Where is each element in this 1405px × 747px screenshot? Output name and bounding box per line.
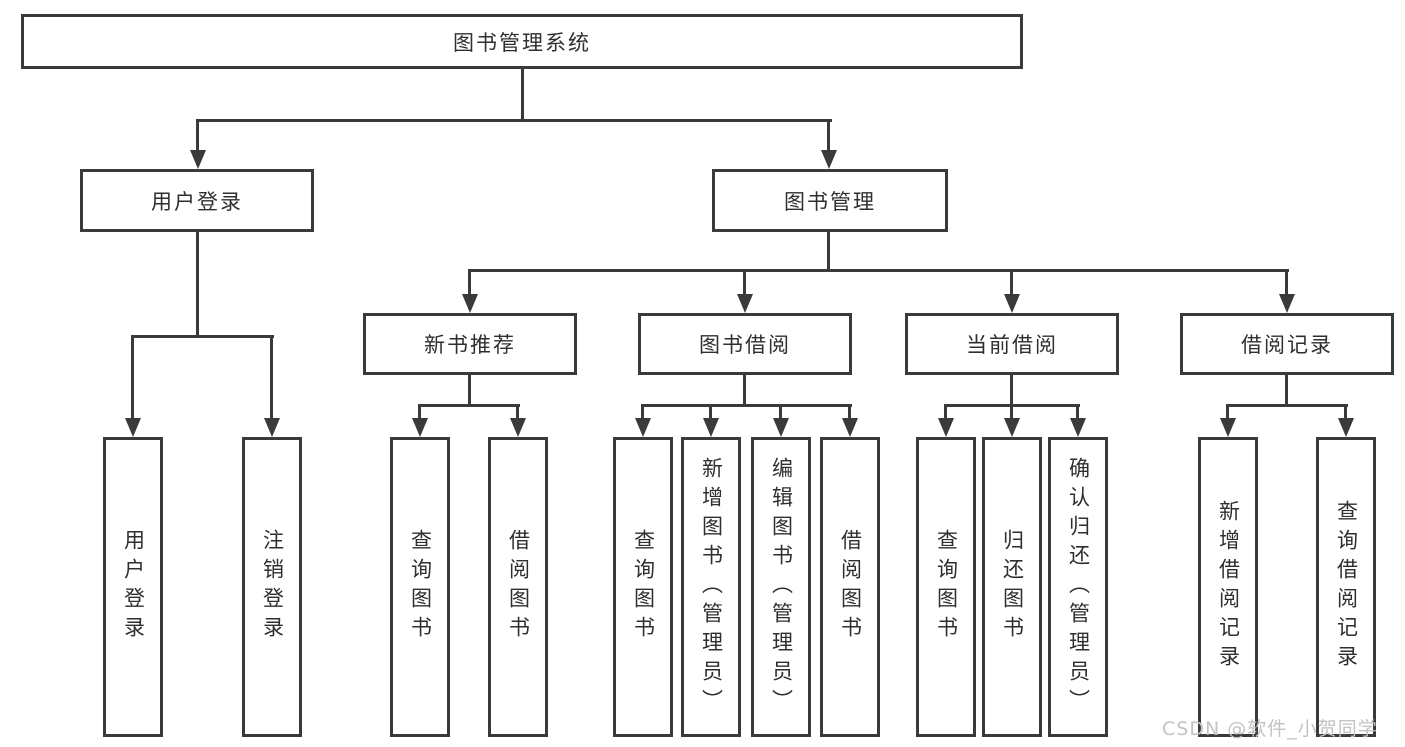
connector-user-login-down xyxy=(196,231,199,336)
arrowhead-new-book xyxy=(462,294,478,313)
csdn-watermark: CSDN @软件_小贺同学 xyxy=(1162,718,1378,740)
arrowhead-leaf xyxy=(1220,418,1236,437)
arrowhead-borrow-records xyxy=(1279,294,1295,313)
arrowhead-book-borrow xyxy=(737,294,753,313)
leaf-user-login-label: 用户登录 xyxy=(121,529,146,645)
connector-borrow-records-stem xyxy=(1285,269,1288,296)
node-book-management: 图书管理 xyxy=(712,169,948,232)
node-book-borrowing: 图书借阅 xyxy=(638,313,852,375)
connector-new-book-down xyxy=(468,374,471,406)
connector-new-book-stem xyxy=(468,269,471,296)
node-root: 图书管理系统 xyxy=(21,14,1023,69)
arrowhead-current-borrow xyxy=(1004,294,1020,313)
node-book-borrowing-label: 图书借阅 xyxy=(699,333,791,357)
leaf-confirm-return-admin-label: 确认归还（管理员） xyxy=(1066,456,1091,718)
node-new-book-recommendation: 新书推荐 xyxy=(363,313,577,375)
node-current-borrowing: 当前借阅 xyxy=(905,313,1119,375)
arrowhead-leaf xyxy=(510,418,526,437)
leaf-return-book-label: 归还图书 xyxy=(1000,529,1025,645)
leaf-add-book-admin-label: 新增图书（管理员） xyxy=(699,456,724,718)
leaf-query-borrow-record: 查询借阅记录 xyxy=(1316,437,1376,737)
arrowhead-leaf xyxy=(412,418,428,437)
leaf-borrow-query-book-label: 查询图书 xyxy=(631,529,656,645)
arrowhead-user-login xyxy=(190,150,206,169)
leaf-confirm-return-admin: 确认归还（管理员） xyxy=(1048,437,1108,737)
leaf-add-borrow-record: 新增借阅记录 xyxy=(1198,437,1258,737)
arrowhead-leaf xyxy=(1070,418,1086,437)
connector-leaf-user-login-stem xyxy=(131,335,134,420)
node-user-login: 用户登录 xyxy=(80,169,314,232)
connector-root-stem xyxy=(521,68,524,120)
connector-borrow-records-down xyxy=(1285,374,1288,406)
connector-level3-hline xyxy=(468,269,1289,272)
leaf-borrow-query-book: 查询图书 xyxy=(613,437,673,737)
leaf-add-borrow-record-label: 新增借阅记录 xyxy=(1216,500,1241,674)
arrowhead-leaf-logout xyxy=(264,418,280,437)
connector-borrow-records-hline xyxy=(1226,404,1348,407)
arrowhead-leaf xyxy=(703,418,719,437)
connector-leaf-stem xyxy=(779,404,782,420)
node-borrowing-records: 借阅记录 xyxy=(1180,313,1394,375)
leaf-user-login: 用户登录 xyxy=(103,437,163,737)
connector-leaf-stem xyxy=(516,404,519,420)
arrowhead-leaf xyxy=(635,418,651,437)
connector-book-management-stem xyxy=(827,119,830,152)
arrowhead-leaf-user-login xyxy=(125,418,141,437)
connector-book-management-down xyxy=(827,231,830,271)
leaf-edit-book-admin: 编辑图书（管理员） xyxy=(751,437,811,737)
leaf-add-book-admin: 新增图书（管理员） xyxy=(681,437,741,737)
arrowhead-book-management xyxy=(821,150,837,169)
connector-leaf-stem xyxy=(848,404,851,420)
leaf-borrow-borrow-book: 借阅图书 xyxy=(820,437,880,737)
connector-book-borrow-stem xyxy=(743,269,746,296)
connector-leaf-stem xyxy=(709,404,712,420)
leaf-logout: 注销登录 xyxy=(242,437,302,737)
connector-level2-hline xyxy=(196,119,832,122)
arrowhead-leaf xyxy=(1004,418,1020,437)
connector-leaf-stem xyxy=(1344,404,1347,420)
connector-leaf-stem xyxy=(1010,404,1013,420)
node-new-book-recommendation-label: 新书推荐 xyxy=(424,333,516,357)
connector-user-login-stem xyxy=(196,119,199,152)
connector-leaf-stem xyxy=(1226,404,1229,420)
connector-book-borrow-down xyxy=(743,374,746,406)
node-user-login-label: 用户登录 xyxy=(151,189,243,214)
connector-leaf-logout-stem xyxy=(270,335,273,420)
leaf-query-borrow-record-label: 查询借阅记录 xyxy=(1334,500,1359,674)
connector-user-login-hline xyxy=(131,335,274,338)
connector-leaf-stem xyxy=(944,404,947,420)
node-root-label: 图书管理系统 xyxy=(453,30,591,55)
leaf-recommend-query-book-label: 查询图书 xyxy=(408,529,433,645)
connector-current-borrow-stem xyxy=(1010,269,1013,296)
leaf-borrow-borrow-book-label: 借阅图书 xyxy=(838,529,863,645)
connector-current-borrow-down xyxy=(1010,374,1013,406)
leaf-return-book: 归还图书 xyxy=(982,437,1042,737)
leaf-current-query-book-label: 查询图书 xyxy=(934,529,959,645)
node-book-management-label: 图书管理 xyxy=(784,189,876,214)
connector-leaf-stem xyxy=(1076,404,1079,420)
arrowhead-leaf xyxy=(842,418,858,437)
leaf-current-query-book: 查询图书 xyxy=(916,437,976,737)
leaf-recommend-borrow-book: 借阅图书 xyxy=(488,437,548,737)
connector-new-book-hline xyxy=(418,404,520,407)
leaf-recommend-query-book: 查询图书 xyxy=(390,437,450,737)
arrowhead-leaf xyxy=(773,418,789,437)
leaf-logout-label: 注销登录 xyxy=(260,529,285,645)
connector-leaf-stem xyxy=(418,404,421,420)
node-current-borrowing-label: 当前借阅 xyxy=(966,333,1058,357)
arrowhead-leaf xyxy=(938,418,954,437)
connector-leaf-stem xyxy=(641,404,644,420)
connector-book-borrow-hline xyxy=(641,404,852,407)
leaf-edit-book-admin-label: 编辑图书（管理员） xyxy=(769,456,794,718)
node-borrowing-records-label: 借阅记录 xyxy=(1241,333,1333,357)
leaf-recommend-borrow-book-label: 借阅图书 xyxy=(506,529,531,645)
arrowhead-leaf xyxy=(1338,418,1354,437)
